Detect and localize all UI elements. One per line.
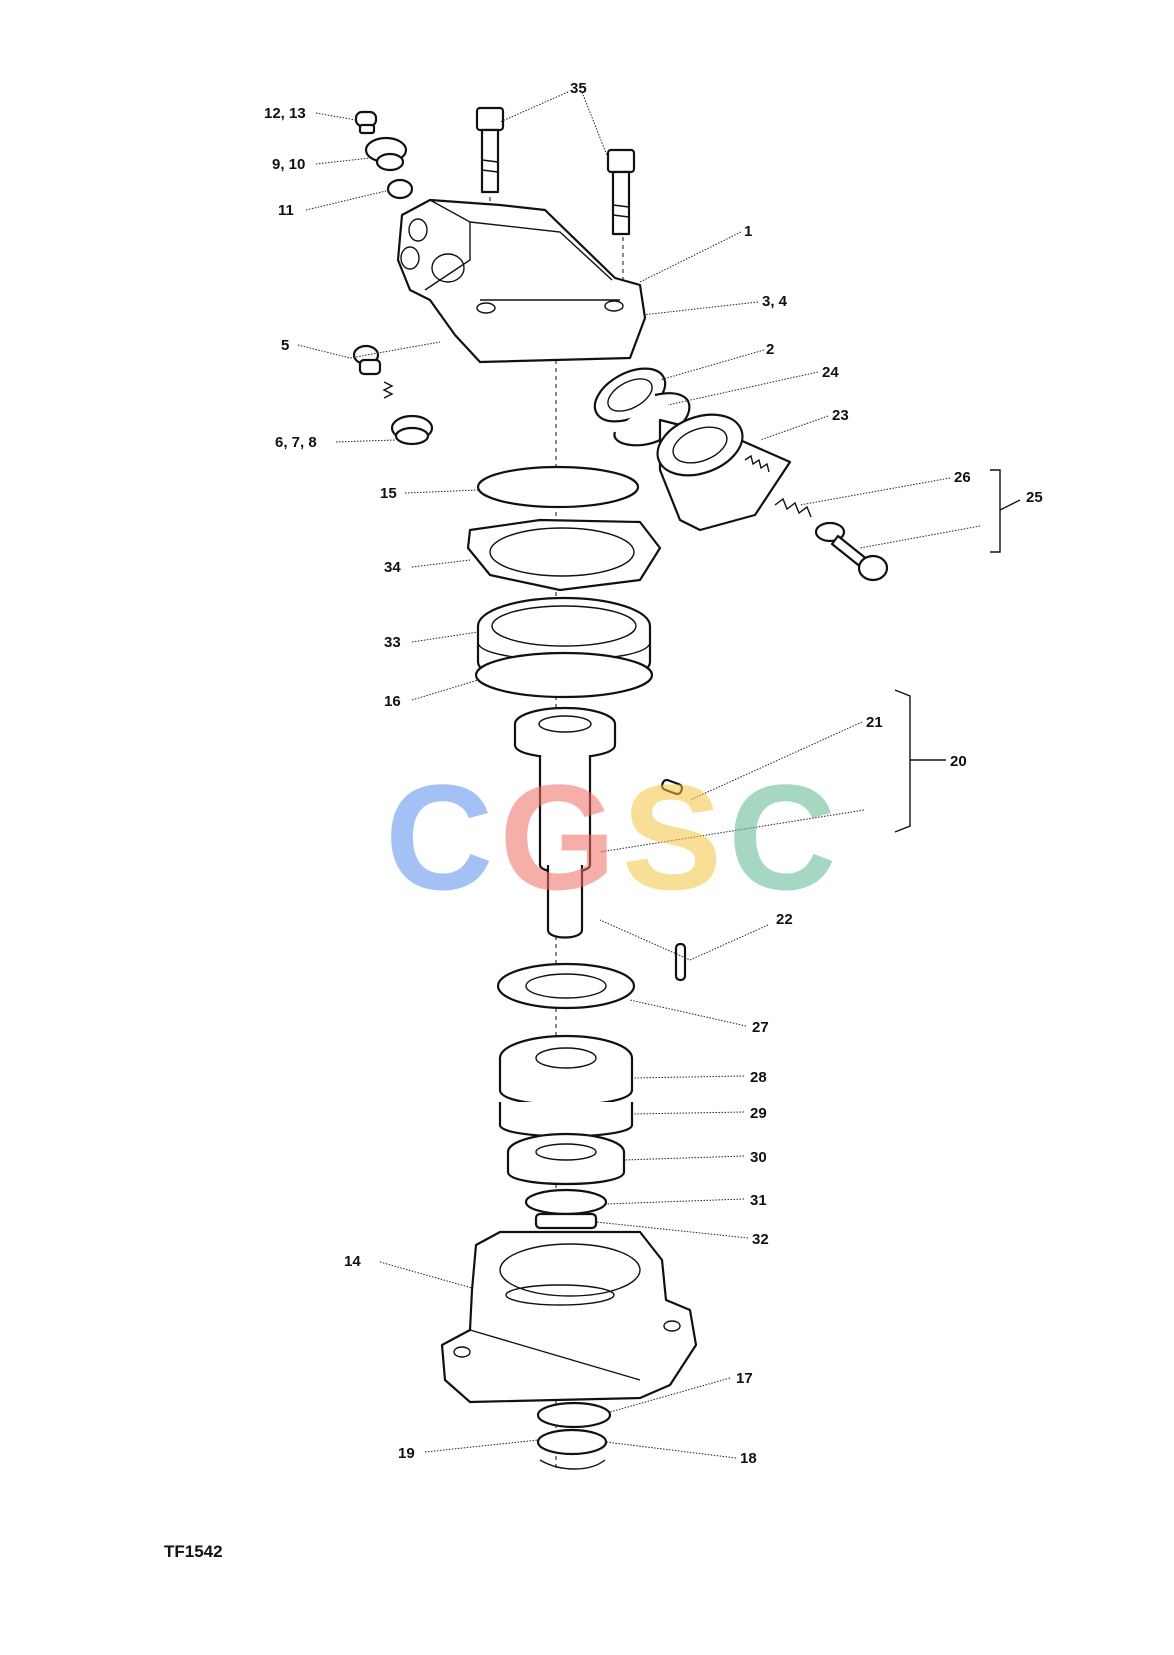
callout-21: 21 (866, 714, 883, 731)
seal-17 (536, 1401, 612, 1429)
callout-27: 27 (752, 1019, 769, 1036)
spring-26 (774, 497, 812, 518)
clip-19 (539, 1459, 606, 1470)
callout-24: 24 (822, 364, 839, 381)
callout-3-4: 3, 4 (762, 293, 788, 310)
callout-32: 32 (752, 1231, 769, 1248)
valve-housing-1 (396, 198, 647, 364)
callout-6-7-8: 6, 7, 8 (275, 434, 317, 451)
fitting-9-10 (364, 136, 408, 172)
o-ring-15 (476, 465, 640, 509)
leader-lines (297, 91, 981, 1459)
callout-23: 23 (832, 407, 849, 424)
figure-id: TF1542 (164, 1542, 223, 1561)
shaft-25 (814, 521, 889, 582)
callout-33: 33 (384, 634, 401, 651)
watermark-letter-3: S (622, 753, 729, 921)
watermark-letter-4: C (728, 753, 843, 921)
o-ring-16 (474, 651, 654, 699)
bracket-20 (894, 689, 911, 833)
callout-12-13: 12, 13 (264, 105, 306, 122)
callout-17: 17 (736, 1370, 753, 1387)
callout-25: 25 (1026, 489, 1043, 506)
gear-cup-23 (656, 413, 792, 532)
seal-11 (386, 178, 414, 200)
flange-housing-14 (440, 1230, 698, 1404)
bolt-35-right (606, 148, 636, 236)
callout-labels: 35 12, 13 9, 10 11 1 3, 4 5 2 24 23 6, 7… (264, 80, 1043, 1467)
bearing-28 (498, 1034, 634, 1107)
watermark-letter-1: C (385, 753, 500, 921)
gasket-34 (466, 518, 662, 592)
check-valve-5 (352, 344, 394, 399)
pin-21 (660, 778, 684, 796)
bracket-25-pointer (999, 499, 1021, 511)
race-29 (498, 1102, 634, 1138)
callout-22: 22 (776, 911, 793, 928)
bearing-30 (506, 1132, 626, 1186)
watermark-letter-2: G (499, 753, 623, 921)
callout-9-10: 9, 10 (272, 156, 305, 173)
callout-2: 2 (766, 341, 774, 358)
pin-22 (674, 942, 687, 982)
callout-29: 29 (750, 1105, 767, 1122)
bracket-25 (990, 469, 1001, 553)
callout-26: 26 (954, 469, 971, 486)
watermark-logo: CGSC (385, 762, 842, 912)
gear-27 (496, 962, 636, 1010)
plug-12-13 (354, 110, 378, 135)
spring-plug-6-7-8 (390, 414, 434, 446)
rotor-shaft-20 (513, 706, 617, 939)
callout-14: 14 (344, 1253, 361, 1270)
gear-31 (524, 1188, 608, 1216)
callout-18: 18 (740, 1450, 757, 1467)
callout-19: 19 (398, 1445, 415, 1462)
callout-11: 11 (278, 202, 294, 219)
callout-30: 30 (750, 1149, 767, 1166)
callout-35: 35 (570, 80, 587, 97)
callout-15: 15 (380, 485, 397, 502)
callout-34: 34 (384, 559, 401, 576)
bolt-35-left (475, 106, 505, 194)
ring-18 (536, 1428, 608, 1456)
spacer-32 (534, 1212, 598, 1230)
callout-28: 28 (750, 1069, 767, 1086)
callout-1: 1 (744, 223, 752, 240)
callout-16: 16 (384, 693, 401, 710)
callout-31: 31 (750, 1192, 767, 1209)
callout-20: 20 (950, 753, 967, 770)
callout-5: 5 (281, 337, 289, 354)
